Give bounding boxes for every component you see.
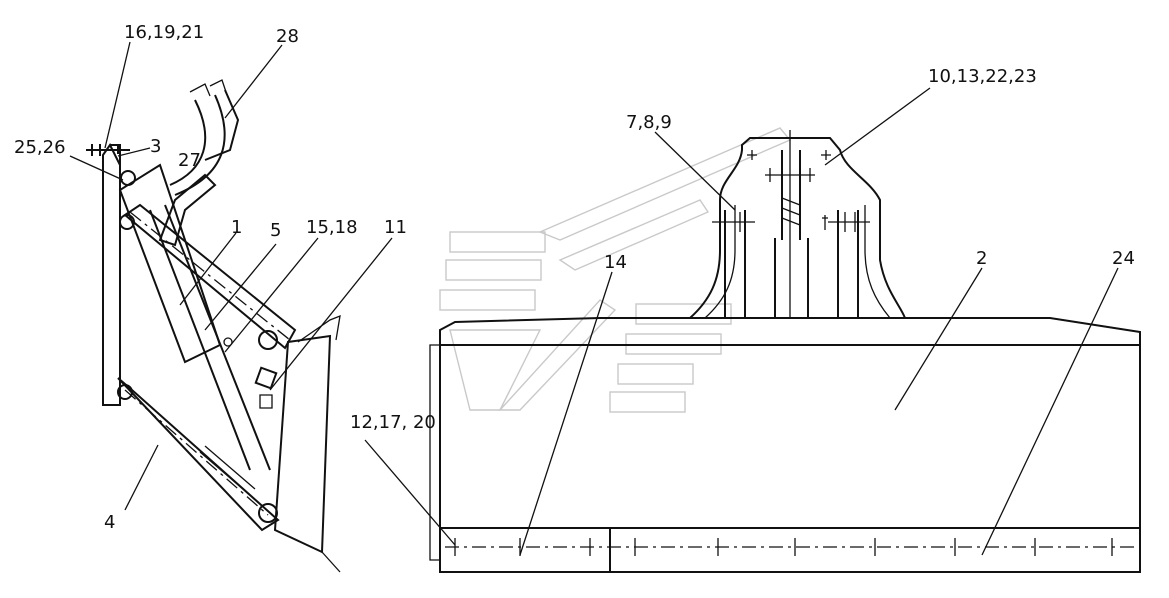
label-27: 27 — [178, 150, 201, 171]
top-bolt — [86, 144, 130, 156]
part-labels: 16,19,21 28 3 25,26 27 1 5 15,18 11 4 7,… — [14, 22, 1135, 533]
label-25-26: 25,26 — [14, 137, 66, 158]
side-view — [86, 79, 341, 573]
blade-body — [439, 317, 1141, 573]
leader-lines — [69, 41, 1119, 556]
pivot-pin — [120, 170, 136, 186]
label-11: 11 — [384, 217, 407, 238]
label-24: 24 — [1112, 248, 1135, 269]
label-12-17-20: 12,17, 20 — [350, 412, 436, 433]
front-view — [429, 130, 1141, 573]
push-arm-upper — [123, 203, 297, 350]
side-rod-right — [837, 210, 859, 318]
label-2: 2 — [976, 248, 987, 269]
label-5: 5 — [270, 220, 281, 241]
pivot-pin — [119, 214, 135, 230]
label-16-19-21: 16,19,21 — [124, 22, 204, 43]
side-rod-left — [724, 210, 746, 318]
label-3: 3 — [150, 136, 161, 157]
mounting-frame — [102, 143, 121, 406]
label-10-13-22-23: 10,13,22,23 — [928, 66, 1037, 87]
label-4: 4 — [104, 512, 115, 533]
hydraulic-hose — [169, 99, 207, 186]
pivot-pin — [258, 330, 278, 350]
label-15-18: 15,18 — [306, 217, 358, 238]
label-1: 1 — [231, 217, 242, 238]
label-28: 28 — [276, 26, 299, 47]
blade-side — [273, 334, 332, 554]
push-arm-lower — [117, 377, 280, 532]
label-14: 14 — [604, 252, 627, 273]
pivot-pin — [258, 503, 278, 523]
label-7-8-9: 7,8,9 — [626, 112, 672, 133]
pivot-pin — [117, 384, 133, 400]
center-cylinder — [774, 238, 809, 318]
